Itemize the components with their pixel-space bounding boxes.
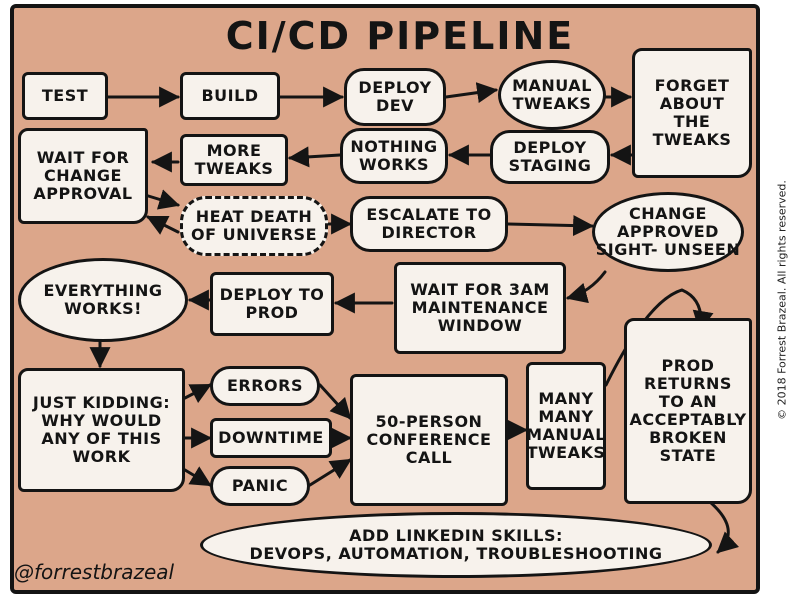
node-deploy-dev: DEPLOY DEV <box>344 68 446 126</box>
arrow-deploy-dev-manual-tweaks <box>444 82 499 104</box>
node-downtime: DOWNTIME <box>210 418 332 458</box>
node-test: TEST <box>22 72 108 120</box>
node-wait-for-change-approval: WAIT FOR CHANGE APPROVAL <box>18 128 148 224</box>
node-escalate-to-director: ESCALATE TO DIRECTOR <box>350 196 508 252</box>
node-deploy-staging: DEPLOY STAGING <box>490 130 610 184</box>
diagram-title: CI/CD PIPELINE <box>225 14 575 58</box>
author-handle: @forrestbrazeal <box>14 560 175 584</box>
node-wait-for-3am-window: WAIT FOR 3AM MAINTENANCE WINDOW <box>394 262 566 354</box>
arrow-kidding-panic <box>183 466 212 487</box>
arrow-nothing-more-tweaks <box>287 146 342 168</box>
node-50-person-conference-call: 50-PERSON CONFERENCE CALL <box>350 374 508 506</box>
node-many-manual-tweaks: MANY MANY MANUAL TWEAKS <box>526 362 606 490</box>
arrow-kidding-errors <box>183 383 212 404</box>
node-change-approved: CHANGE APPROVED SIGHT- UNSEEN <box>592 192 744 272</box>
node-prod-returns: PROD RETURNS TO AN ACCEPTABLY BROKEN STA… <box>624 318 752 504</box>
node-just-kidding: JUST KIDDING: WHY WOULD ANY OF THIS WORK <box>18 368 185 492</box>
node-more-tweaks: MORE TWEAKS <box>180 134 288 186</box>
node-manual-tweaks: MANUAL TWEAKS <box>498 60 606 130</box>
node-errors: ERRORS <box>210 366 320 406</box>
node-nothing-works: NOTHING WORKS <box>340 128 448 184</box>
arrow-prod-returns-linkedin <box>708 500 740 554</box>
node-add-linkedin-skills: ADD LINKEDIN SKILLS: DEVOPS, AUTOMATION,… <box>200 512 712 578</box>
arrow-wait-heat-death <box>143 189 181 210</box>
node-forget-about-the-tweaks: FORGET ABOUT THE TWEAKS <box>632 48 752 178</box>
node-panic: PANIC <box>210 466 310 506</box>
arrow-heat-death-wait <box>146 215 180 235</box>
copyright-notice: © 2018 Forrest Brazeal. All rights reser… <box>775 180 789 420</box>
arrow-errors-call <box>318 383 352 420</box>
node-everything-works: EVERYTHING WORKS! <box>18 258 188 342</box>
arrow-panic-call <box>308 458 352 487</box>
node-heat-death-of-universe: HEAT DEATH OF UNIVERSE <box>180 196 328 256</box>
arrow-escalate-change-approved <box>506 215 595 237</box>
arrow-approved-wait-3am <box>565 270 607 304</box>
node-deploy-to-prod: DEPLOY TO PROD <box>210 272 334 336</box>
node-build: BUILD <box>180 72 280 120</box>
